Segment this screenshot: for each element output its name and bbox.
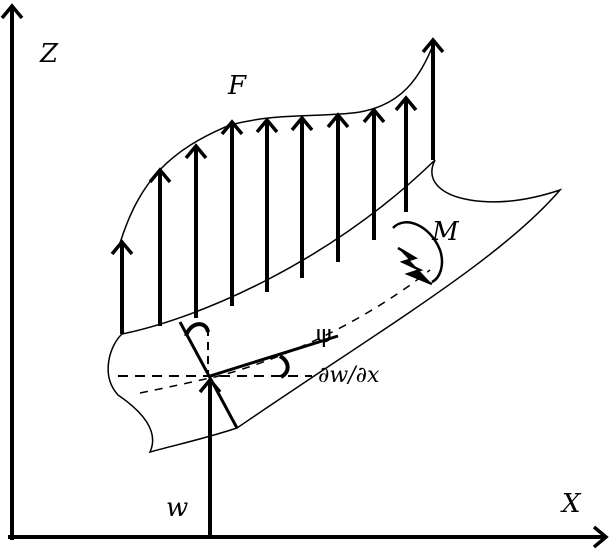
moment-icon [392, 221, 444, 286]
x-axis-label: X [560, 489, 582, 519]
slope-line [209, 334, 339, 378]
beam-outline [107, 159, 563, 454]
force-arrows [110, 37, 445, 334]
load-distribution-curve [119, 39, 436, 244]
psi-label: ψ [316, 320, 332, 348]
force-label: F [227, 71, 247, 101]
slope-angle-arc [278, 354, 290, 379]
slope-label: ∂w/∂x [318, 363, 380, 388]
z-axis-label: Z [39, 39, 59, 69]
deflection-label: w [166, 493, 188, 523]
moment-label: M [431, 217, 460, 247]
psi-angle-arc [184, 322, 210, 337]
